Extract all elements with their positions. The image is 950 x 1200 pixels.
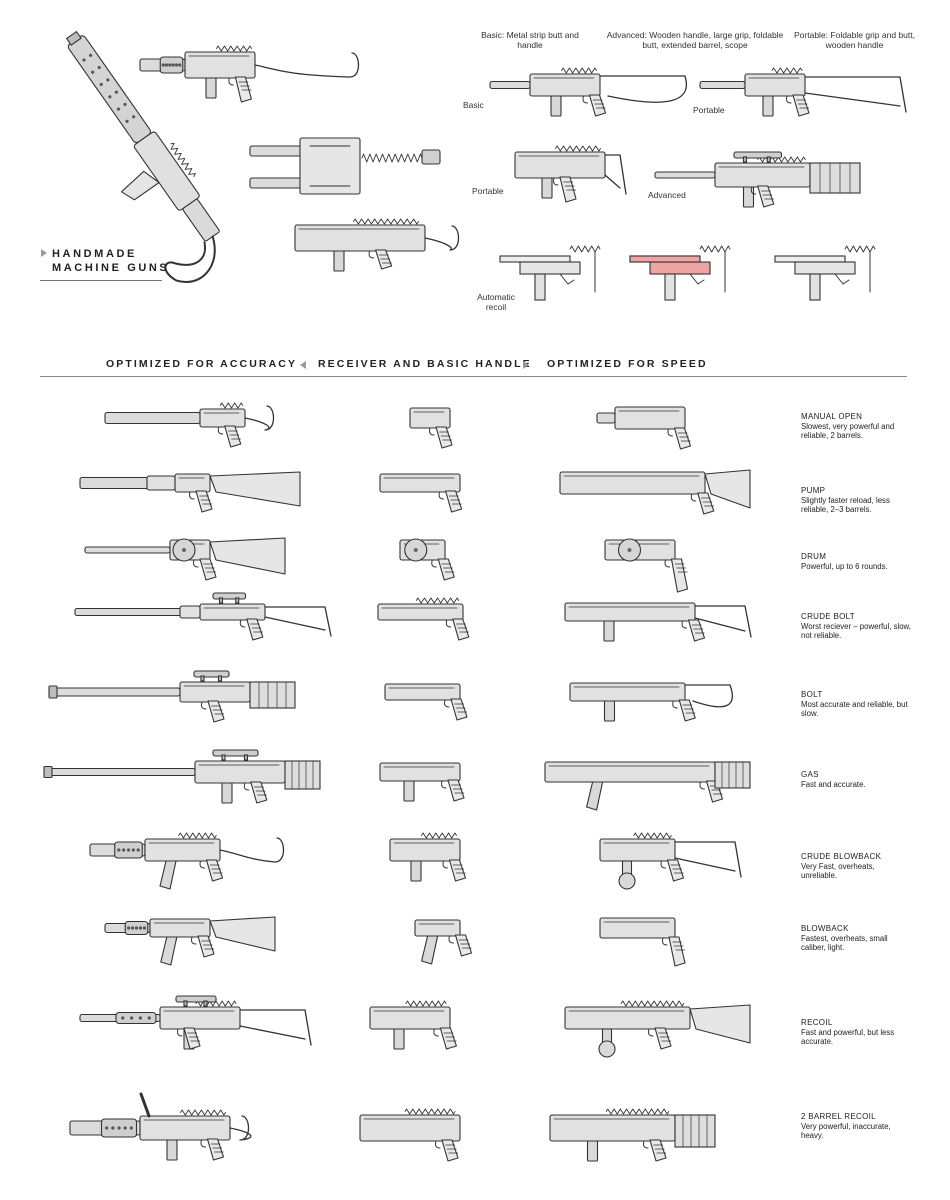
speed-variant xyxy=(564,1000,751,1058)
portable-variant-right xyxy=(699,67,907,117)
receiver-desc: Most accurate and reliable, but slow. xyxy=(801,699,908,719)
receiver-name: BLOWBACK xyxy=(801,924,849,933)
basic-receiver xyxy=(389,832,467,882)
page-title: HANDMADE MACHINE GUNS xyxy=(41,247,170,275)
basic-receiver xyxy=(399,538,455,581)
portable-variant-left xyxy=(514,145,627,203)
receiver-name: CRUDE BLOWBACK xyxy=(801,852,882,861)
recoil-schematic-3 xyxy=(774,245,876,301)
accuracy-variant xyxy=(84,537,286,581)
sketch-barrel-assembly xyxy=(249,137,441,195)
accuracy-variant xyxy=(43,749,321,804)
receiver-desc: Slowest, very powerful and reliable, 2 b… xyxy=(801,421,895,441)
title-underline xyxy=(40,280,162,281)
basic-receiver xyxy=(414,919,473,965)
accuracy-variant xyxy=(79,995,312,1050)
advanced-variant-caption: Advanced: Wooden handle, large grip, fol… xyxy=(606,30,784,50)
left-arrow-icon xyxy=(300,361,306,369)
speed-variant xyxy=(599,832,742,890)
advanced-label: Advanced xyxy=(648,190,686,200)
accuracy-variant xyxy=(48,670,296,723)
hero-machine-gun xyxy=(65,30,220,283)
basic-receiver xyxy=(379,762,465,802)
automatic-recoil-label: Automatic recoil xyxy=(468,292,524,312)
speed-variant xyxy=(599,917,686,967)
receiver-name: CRUDE BOLT xyxy=(801,612,855,621)
receiver-desc: Powerful, up to 6 rounds. xyxy=(801,561,888,571)
basic-receiver xyxy=(369,1000,457,1050)
basic-receiver xyxy=(409,407,453,449)
receiver-desc: Fast and powerful, but less accurate. xyxy=(801,1027,895,1047)
receiver-desc: Slightly faster reload, less reliable, 2… xyxy=(801,495,890,515)
title-arrow-icon xyxy=(41,249,47,257)
title-line-1: HANDMADE xyxy=(52,248,137,260)
speed-variant xyxy=(544,761,751,811)
basic-receiver xyxy=(359,1108,461,1162)
accuracy-variant xyxy=(69,1092,252,1161)
sketch-gun-top xyxy=(139,45,360,103)
accuracy-variant xyxy=(104,916,276,966)
accuracy-variant xyxy=(89,832,285,890)
portable-label-right: Portable xyxy=(693,105,725,115)
basic-receiver xyxy=(379,473,463,513)
speed-variant xyxy=(559,469,751,515)
basic-variant xyxy=(489,67,687,117)
automatic-recoil-line-2: recoil xyxy=(485,302,507,312)
accuracy-variant xyxy=(104,402,275,448)
receiver-name: MANUAL OPEN xyxy=(801,412,863,421)
receiver-name: DRUM xyxy=(801,552,827,561)
accuracy-variant xyxy=(79,471,301,513)
speed-variant xyxy=(569,682,733,722)
receiver-desc: Fast and accurate. xyxy=(801,779,866,789)
receiver-desc: Very Fast, overheats, unreliable. xyxy=(801,861,875,881)
sketch-gun-bottom xyxy=(294,218,460,272)
receiver-name: BOLT xyxy=(801,690,823,699)
automatic-recoil-line-1: Automatic xyxy=(477,292,515,302)
basic-receiver xyxy=(377,597,470,641)
receiver-desc: Very powerful, inaccurate, heavy. xyxy=(801,1121,891,1141)
receiver-desc: Fastest, overheats, small caliber, light… xyxy=(801,933,888,953)
speed-variant xyxy=(596,406,692,450)
receiver-name: GAS xyxy=(801,770,819,779)
title-line-2: MACHINE GUNS xyxy=(52,262,170,274)
receiver-name: 2 BARREL RECOIL xyxy=(801,1112,876,1121)
receiver-name: RECOIL xyxy=(801,1018,833,1027)
portable-variant-caption: Portable: Foldable grip and butt, wooden… xyxy=(794,30,915,50)
receiver-name: PUMP xyxy=(801,486,826,495)
speed-variant xyxy=(549,1108,716,1162)
header-receiver: RECEIVER AND BASIC HANDLE xyxy=(318,358,532,370)
speed-variant xyxy=(604,538,689,593)
receiver-desc: Worst reciever – powerful, slow, not rel… xyxy=(801,621,911,641)
portable-label-left: Portable xyxy=(472,186,504,196)
header-accuracy: OPTIMIZED FOR ACCURACY xyxy=(106,358,298,370)
header-divider xyxy=(40,376,907,377)
advanced-variant xyxy=(654,151,861,208)
accuracy-variant xyxy=(74,592,332,641)
basic-variant-caption: Basic: Metal strip butt and handle xyxy=(481,30,579,50)
basic-receiver xyxy=(384,683,468,721)
right-arrow-icon xyxy=(523,361,529,369)
header-speed: OPTIMIZED FOR SPEED xyxy=(547,358,708,370)
recoil-schematic-1 xyxy=(499,245,601,301)
speed-variant xyxy=(564,602,752,642)
recoil-schematic-2 xyxy=(629,245,731,301)
basic-label: Basic xyxy=(463,100,484,110)
